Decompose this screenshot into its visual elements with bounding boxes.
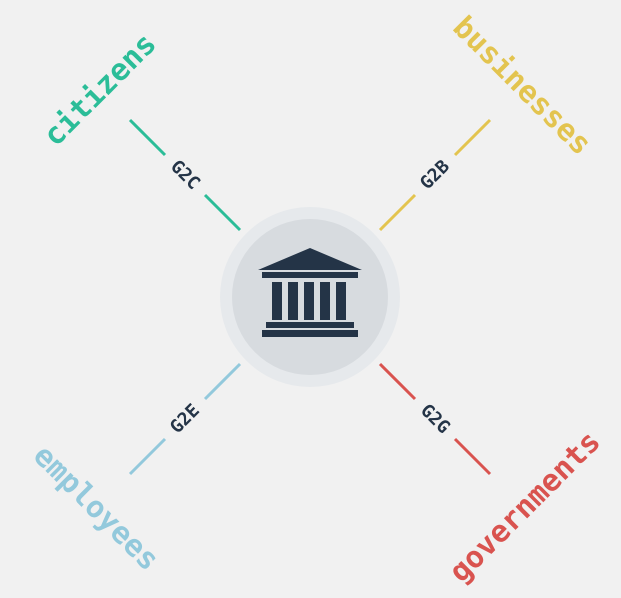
relation-g2e: G2E employees xyxy=(26,362,242,578)
g2g-connector-outer xyxy=(453,437,492,476)
g2c-abbr: G2C xyxy=(166,156,204,194)
g2g-connector-inner xyxy=(378,362,417,401)
g2b-connector-outer xyxy=(453,118,492,157)
g2e-abbr: G2E xyxy=(166,400,204,438)
relation-g2g: G2G governments xyxy=(378,362,608,590)
relation-g2c: G2C citizens xyxy=(37,27,242,232)
g2g-abbr: G2G xyxy=(416,400,454,438)
g2c-connector-inner xyxy=(203,193,242,232)
g2e-connector-inner xyxy=(203,362,242,401)
relation-g2b: G2B businesses xyxy=(378,10,598,232)
government-building-icon xyxy=(258,248,362,337)
g2c-connector-outer xyxy=(128,118,167,157)
g2b-connector-inner xyxy=(378,193,417,232)
hub xyxy=(220,207,400,387)
g2e-connector-outer xyxy=(128,437,167,476)
g2b-abbr: G2B xyxy=(416,156,454,194)
